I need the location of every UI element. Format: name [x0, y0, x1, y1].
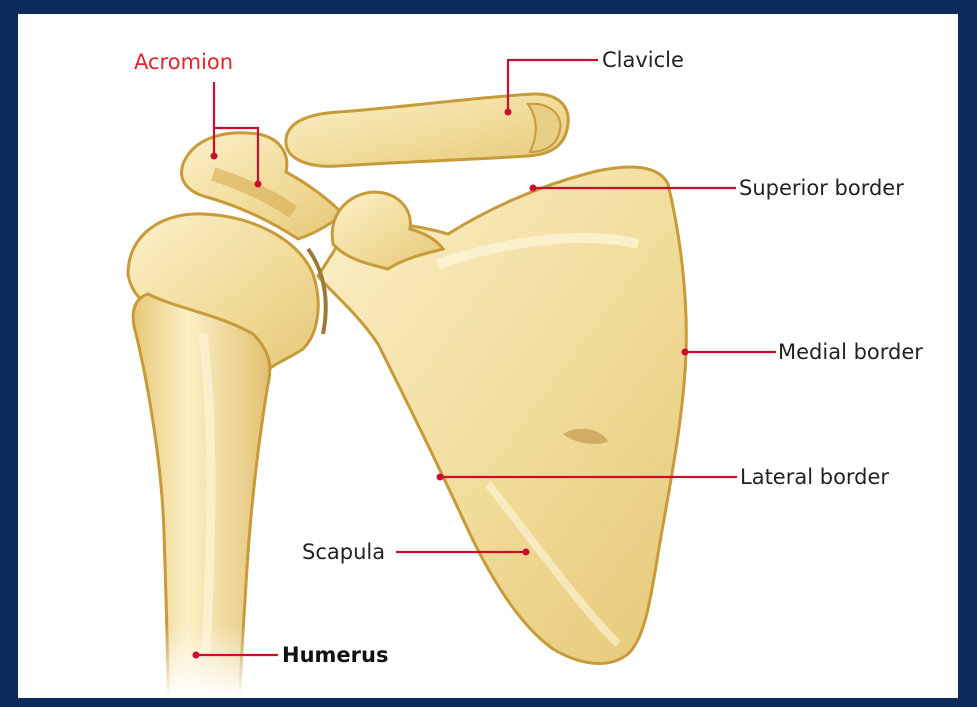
acromion-label: Acromion: [134, 50, 233, 74]
acromion-dot: [211, 153, 218, 160]
scapula-label: Scapula: [302, 540, 385, 564]
lateral-border-dot: [437, 474, 444, 481]
humerus-label: Humerus: [282, 643, 388, 667]
clavicle-label: Clavicle: [602, 48, 684, 72]
medial-border-label: Medial border: [778, 340, 923, 364]
lateral-border-label: Lateral border: [740, 465, 889, 489]
diagram-canvas: Acromion Clavicle Superior border Medial…: [18, 14, 958, 698]
acromion-dot-2: [255, 181, 262, 188]
humerus-dot: [193, 652, 200, 659]
clavicle-bone: [286, 94, 568, 166]
medial-border-dot: [682, 349, 689, 356]
superior-border-label: Superior border: [739, 176, 904, 200]
clavicle-dot: [505, 109, 512, 116]
scapula-dot: [523, 549, 530, 556]
superior-border-dot: [530, 185, 537, 192]
